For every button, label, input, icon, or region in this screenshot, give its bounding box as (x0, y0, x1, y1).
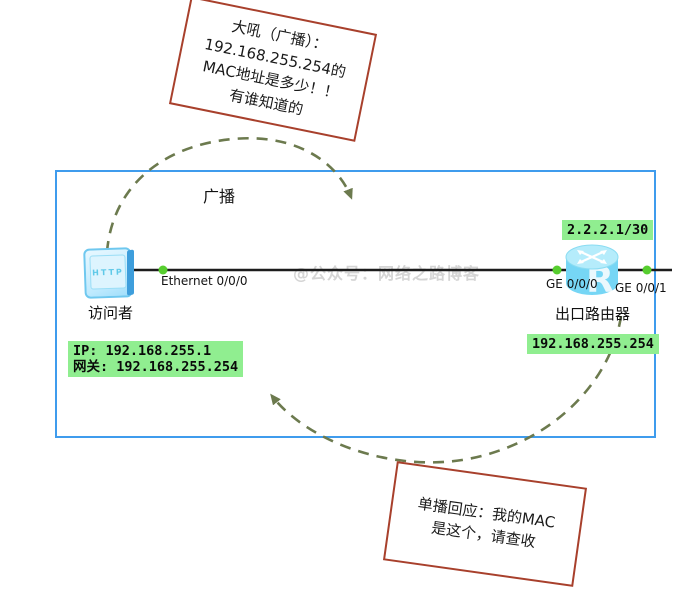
router-wan-interface-label: GE 0/0/1 (615, 281, 667, 295)
port-dot-icon (642, 265, 652, 275)
broadcast-flow-label: 广播 (203, 187, 236, 206)
unicast-reply-arc-arrow (270, 315, 623, 464)
port-dot-icon (158, 265, 168, 275)
router-wan-ip-label: 2.2.2.1/30 (562, 220, 654, 240)
router-lan-interface-label: GE 0/0/0 (546, 277, 598, 291)
pc-screen-label: HTTP (91, 266, 124, 278)
network-boundary-box (55, 170, 656, 438)
router-crossed-arrows-icon (577, 250, 607, 264)
client-name-label: 访问者 (88, 304, 134, 322)
pc-side-edge (127, 249, 134, 296)
client-interface-label: Ethernet 0/0/0 (161, 274, 248, 288)
client-pc-icon: HTTP (83, 247, 134, 299)
client-ip-gateway-label: IP: 192.168.255.1 网关: 192.168.255.254 (68, 341, 244, 377)
client-gateway-line: 网关: 192.168.255.254 (73, 359, 239, 375)
router-name-label: 出口路由器 (555, 305, 631, 323)
pc-screen: HTTP (89, 254, 127, 290)
router-icon: R (565, 244, 619, 298)
client-ip-line: IP: 192.168.255.1 (73, 343, 212, 359)
port-dot-icon (552, 265, 562, 275)
pc-shell: HTTP (83, 247, 133, 299)
broadcast-arc-arrow (105, 136, 353, 253)
watermark-text: @公众号：网络之路博客 (293, 264, 481, 283)
router-lan-ip-label: 192.168.255.254 (527, 334, 659, 354)
